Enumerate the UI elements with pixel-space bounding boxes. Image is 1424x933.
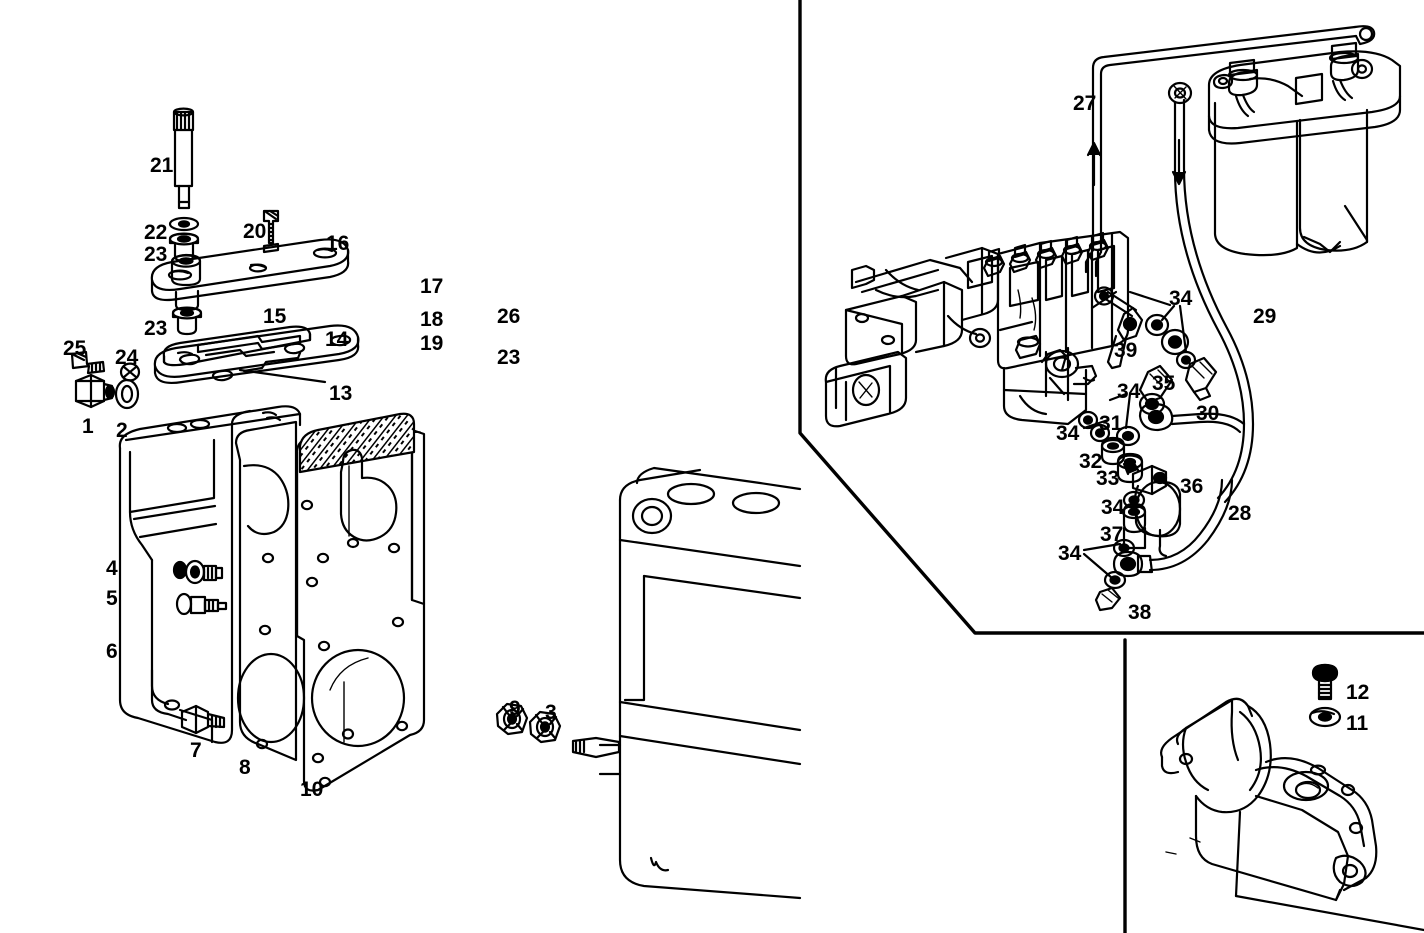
callout-6: 6 xyxy=(106,640,118,663)
callout-7: 7 xyxy=(190,739,202,762)
leader-39 xyxy=(1090,290,1118,310)
callout-16: 16 xyxy=(326,232,350,255)
callout-26: 26 xyxy=(497,305,521,328)
callout-10: 10 xyxy=(300,778,324,801)
part-2-sealing-washer xyxy=(114,378,140,410)
part-21-shaft xyxy=(172,107,195,210)
part-1-cap-nut xyxy=(74,373,116,409)
callout-34-e: 34 xyxy=(1058,542,1082,565)
callout-9: 9 xyxy=(509,697,521,720)
callout-24: 24 xyxy=(115,346,139,369)
callout-1: 1 xyxy=(82,415,94,438)
callout-23-nut: 23 xyxy=(497,346,521,369)
callout-14: 14 xyxy=(325,328,349,351)
callout-23-lower: 23 xyxy=(144,317,168,340)
callout-23-upper: 23 xyxy=(144,243,168,266)
callout-5: 5 xyxy=(106,587,118,610)
callout-8: 8 xyxy=(239,756,251,779)
center-pump-body xyxy=(598,466,802,900)
callout-33: 33 xyxy=(1096,467,1120,490)
panel-divider-lines xyxy=(798,0,1424,933)
callout-2: 2 xyxy=(116,419,128,442)
part-7-bolt xyxy=(180,704,226,735)
callout-25: 25 xyxy=(63,337,87,360)
callout-19: 19 xyxy=(420,332,444,355)
part-6-stud-lower xyxy=(175,592,228,616)
part-10-cover-plate xyxy=(295,419,426,792)
callout-34-d: 34 xyxy=(1101,496,1125,519)
part-29-return-hose xyxy=(1167,81,1255,504)
callout-34-b: 34 xyxy=(1117,380,1141,403)
part-25-bolt xyxy=(70,350,106,375)
part-22-washer xyxy=(168,216,200,232)
part-9-nut xyxy=(495,702,529,736)
callout-3: 3 xyxy=(545,701,557,724)
callout-37: 37 xyxy=(1100,523,1124,546)
leader-34-upper xyxy=(1128,290,1188,354)
callout-21: 21 xyxy=(150,154,174,177)
callout-28: 28 xyxy=(1228,502,1252,525)
housing-cover-detail xyxy=(1160,697,1424,932)
callout-20: 20 xyxy=(243,220,267,243)
part-20-screw xyxy=(262,209,280,245)
injection-pump-body xyxy=(824,230,1130,428)
leader-13 xyxy=(238,368,327,384)
callout-31: 31 xyxy=(1099,412,1123,435)
part-8-rear-flange xyxy=(234,420,306,762)
part-10-openings xyxy=(310,448,406,748)
callout-18: 18 xyxy=(420,308,444,331)
part-30-banjo-bolt xyxy=(1184,356,1218,402)
callout-17: 17 xyxy=(420,275,444,298)
callout-35: 35 xyxy=(1152,372,1176,395)
part-34-38-bottom xyxy=(1094,538,1144,612)
callout-4: 4 xyxy=(106,557,118,580)
part-10-bolt-holes xyxy=(300,499,409,788)
part-11-washer xyxy=(1308,706,1342,728)
callout-34-a: 34 xyxy=(1169,287,1193,310)
callout-22: 22 xyxy=(144,221,168,244)
part-27-fuel-line xyxy=(1084,25,1376,278)
callout-11: 11 xyxy=(1346,712,1369,735)
part-14-13-gasket xyxy=(153,324,360,385)
leader-34-b xyxy=(1048,376,1066,396)
callout-38: 38 xyxy=(1128,601,1152,624)
part-28-hose xyxy=(1136,478,1234,574)
part-8-housing-body xyxy=(118,405,302,744)
leader-34-mid xyxy=(1108,392,1132,430)
part-23-seal-lower xyxy=(171,306,203,336)
callout-32: 32 xyxy=(1079,450,1103,473)
part-12-bolt xyxy=(1311,663,1339,701)
callout-34-c: 34 xyxy=(1056,422,1080,445)
callout-12: 12 xyxy=(1346,681,1370,704)
part-16-cover-plate xyxy=(150,238,350,312)
fuel-filter-assembly xyxy=(1207,41,1402,257)
callout-13: 13 xyxy=(329,382,353,405)
part-34-rings-upper xyxy=(1144,313,1197,370)
leader-34-c xyxy=(1082,418,1110,430)
leader-34-bottom xyxy=(1082,542,1122,580)
callout-27: 27 xyxy=(1073,92,1097,115)
callout-39: 39 xyxy=(1114,339,1138,362)
callout-29: 29 xyxy=(1253,305,1277,328)
center-stud xyxy=(571,736,621,759)
callout-30: 30 xyxy=(1196,402,1220,425)
part-10-hatched-edge xyxy=(298,412,416,474)
callout-15: 15 xyxy=(263,305,287,328)
part-3-nut xyxy=(528,710,562,744)
part-35-banjo-assembly xyxy=(1115,364,1246,447)
part-4-5-stud-upper xyxy=(172,559,224,585)
callout-36: 36 xyxy=(1180,475,1204,498)
